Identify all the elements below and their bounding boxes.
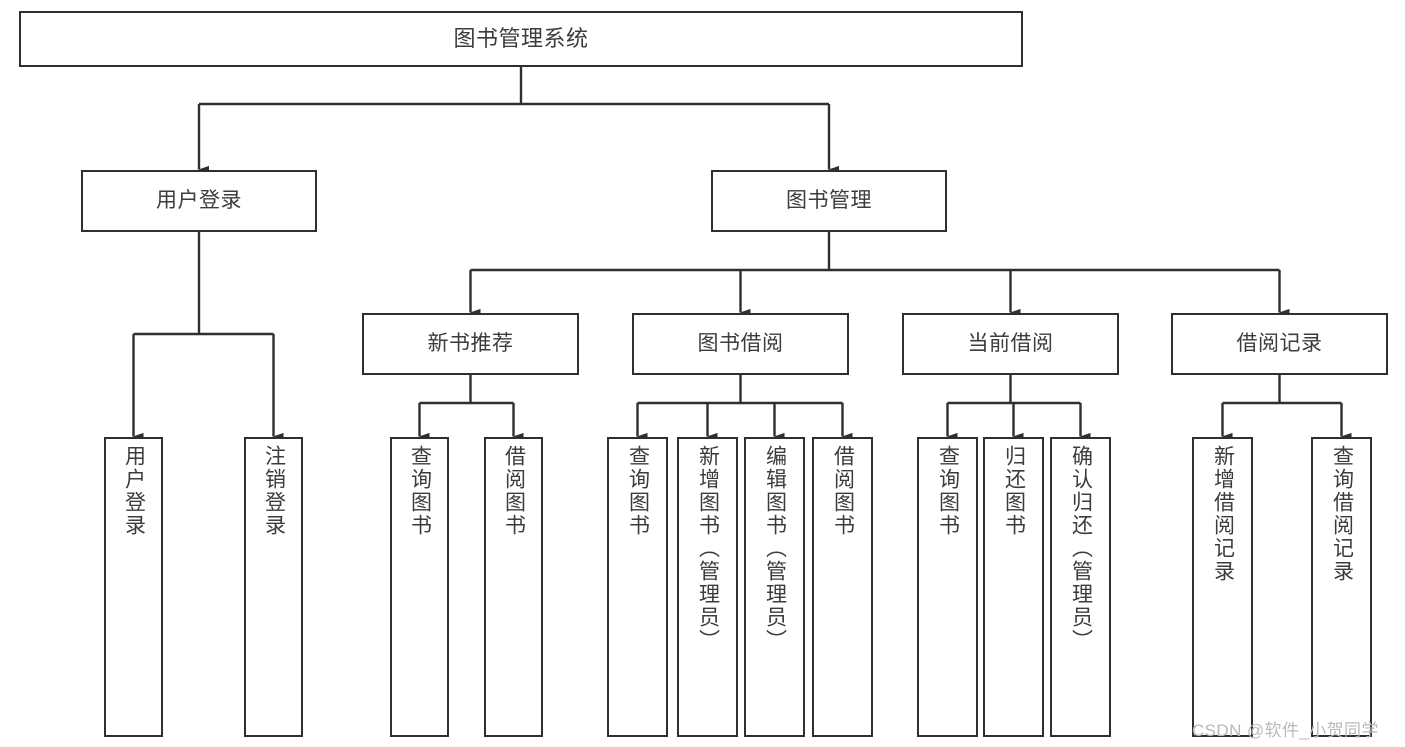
node-new-book-recommend-label: 新书推荐 — [427, 331, 514, 355]
node-current-borrow[interactable]: 当前借阅 — [902, 313, 1119, 375]
node-new-book-recommend[interactable]: 新书推荐 — [362, 313, 579, 375]
leaf-current-confirm-return-admin-label: 确认归还（管理员） — [1069, 445, 1093, 652]
node-current-borrow-label: 当前借阅 — [967, 331, 1054, 355]
leaf-borrow-borrow-book-label: 借阅图书 — [831, 445, 855, 537]
leaf-borrow-add-book-admin-label: 新增图书（管理员） — [696, 445, 720, 652]
node-borrow-records-label: 借阅记录 — [1236, 331, 1323, 355]
leaf-borrow-query-book[interactable]: 查询图书 — [607, 437, 668, 737]
node-book-borrow-label: 图书借阅 — [697, 331, 784, 355]
leaf-current-query-book-label: 查询图书 — [936, 445, 960, 537]
leaf-newbook-query-book[interactable]: 查询图书 — [390, 437, 449, 737]
leaf-records-query-record[interactable]: 查询借阅记录 — [1311, 437, 1372, 737]
leaf-current-query-book[interactable]: 查询图书 — [917, 437, 978, 737]
leaf-newbook-borrow-book-label: 借阅图书 — [502, 445, 526, 537]
leaf-borrow-borrow-book[interactable]: 借阅图书 — [812, 437, 873, 737]
leaf-user-login[interactable]: 用户登录 — [104, 437, 163, 737]
leaf-current-return-book-label: 归还图书 — [1002, 445, 1026, 537]
leaf-logout-login-label: 注销登录 — [262, 445, 286, 537]
leaf-borrow-query-book-label: 查询图书 — [626, 445, 650, 537]
leaf-newbook-query-book-label: 查询图书 — [408, 445, 432, 537]
node-book-borrow[interactable]: 图书借阅 — [632, 313, 849, 375]
leaf-records-query-record-label: 查询借阅记录 — [1330, 445, 1354, 583]
leaf-borrow-edit-book-admin[interactable]: 编辑图书（管理员） — [744, 437, 805, 737]
node-book-management-label: 图书管理 — [786, 188, 872, 212]
node-user-login-label: 用户登录 — [156, 188, 242, 212]
node-book-management[interactable]: 图书管理 — [711, 170, 947, 232]
leaf-records-add-record[interactable]: 新增借阅记录 — [1192, 437, 1253, 737]
node-root[interactable]: 图书管理系统 — [19, 11, 1023, 67]
node-user-login[interactable]: 用户登录 — [81, 170, 317, 232]
leaf-borrow-add-book-admin[interactable]: 新增图书（管理员） — [677, 437, 738, 737]
leaf-newbook-borrow-book[interactable]: 借阅图书 — [484, 437, 543, 737]
leaf-borrow-edit-book-admin-label: 编辑图书（管理员） — [763, 445, 787, 652]
watermark: CSDN @软件_小贺同学 — [1192, 721, 1379, 740]
node-borrow-records[interactable]: 借阅记录 — [1171, 313, 1388, 375]
node-root-label: 图书管理系统 — [453, 26, 589, 52]
leaf-records-add-record-label: 新增借阅记录 — [1211, 445, 1235, 583]
leaf-current-confirm-return-admin[interactable]: 确认归还（管理员） — [1050, 437, 1111, 737]
leaf-logout-login[interactable]: 注销登录 — [244, 437, 303, 737]
leaf-user-login-label: 用户登录 — [122, 445, 146, 537]
leaf-current-return-book[interactable]: 归还图书 — [983, 437, 1044, 737]
